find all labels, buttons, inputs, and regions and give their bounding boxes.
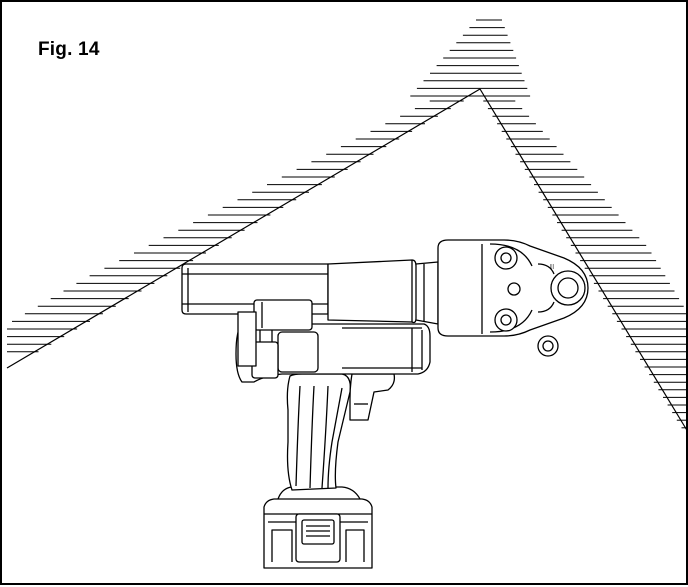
figure-label: Fig. 14 xyxy=(38,39,100,60)
handle-grip xyxy=(286,373,351,491)
svg-text:|||: ||| xyxy=(550,264,554,270)
battery-pack xyxy=(263,486,373,569)
motor-cap xyxy=(237,299,313,367)
press-jaw: ||| xyxy=(437,239,589,337)
main-housing xyxy=(235,323,431,383)
hatching-left-slope xyxy=(7,19,531,353)
inclination-lines xyxy=(6,88,688,433)
hatching-right-slope xyxy=(483,100,688,436)
trigger xyxy=(349,373,396,421)
jaw-pin-ring xyxy=(537,335,559,357)
press-tool: ||| xyxy=(181,239,589,569)
